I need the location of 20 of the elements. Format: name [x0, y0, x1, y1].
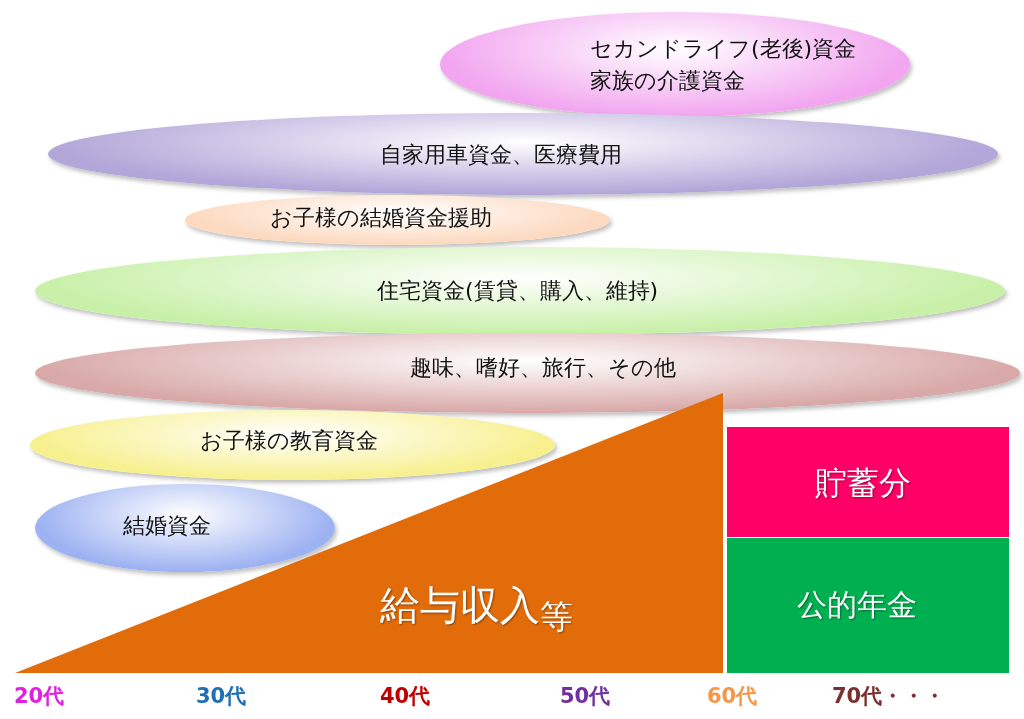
expense-label: セカンドライフ(老後)資金 [590, 35, 857, 63]
age-label: 40代 [380, 683, 431, 710]
expense-label: お子様の教育資金 [200, 427, 378, 455]
income-label: 給与収入$_{等}$ [380, 581, 573, 638]
expense-label: 家族の介護資金 [590, 67, 745, 95]
age-label: 70代・・・ [832, 683, 946, 710]
age-label: 30代 [196, 683, 247, 710]
income-triangle [15, 393, 723, 673]
expense-label: 結婚資金 [123, 512, 211, 540]
pension-box [727, 427, 1009, 537]
expense-label: 住宅資金(賃貸、購入、維持) [377, 277, 659, 305]
expense-label: 趣味、嗜好、旅行、その他 [410, 354, 676, 382]
age-label: 20代 [14, 683, 65, 710]
expense-label: お子様の結婚資金援助 [270, 204, 492, 232]
pension-label: 公的年金 [797, 586, 917, 624]
age-label: 50代 [560, 683, 611, 710]
pension-box [727, 538, 1009, 673]
age-label: 60代 [707, 683, 758, 710]
expense-label: 自家用車資金、医療費用 [380, 141, 622, 169]
pension-label: 貯蓄分 [815, 463, 911, 503]
